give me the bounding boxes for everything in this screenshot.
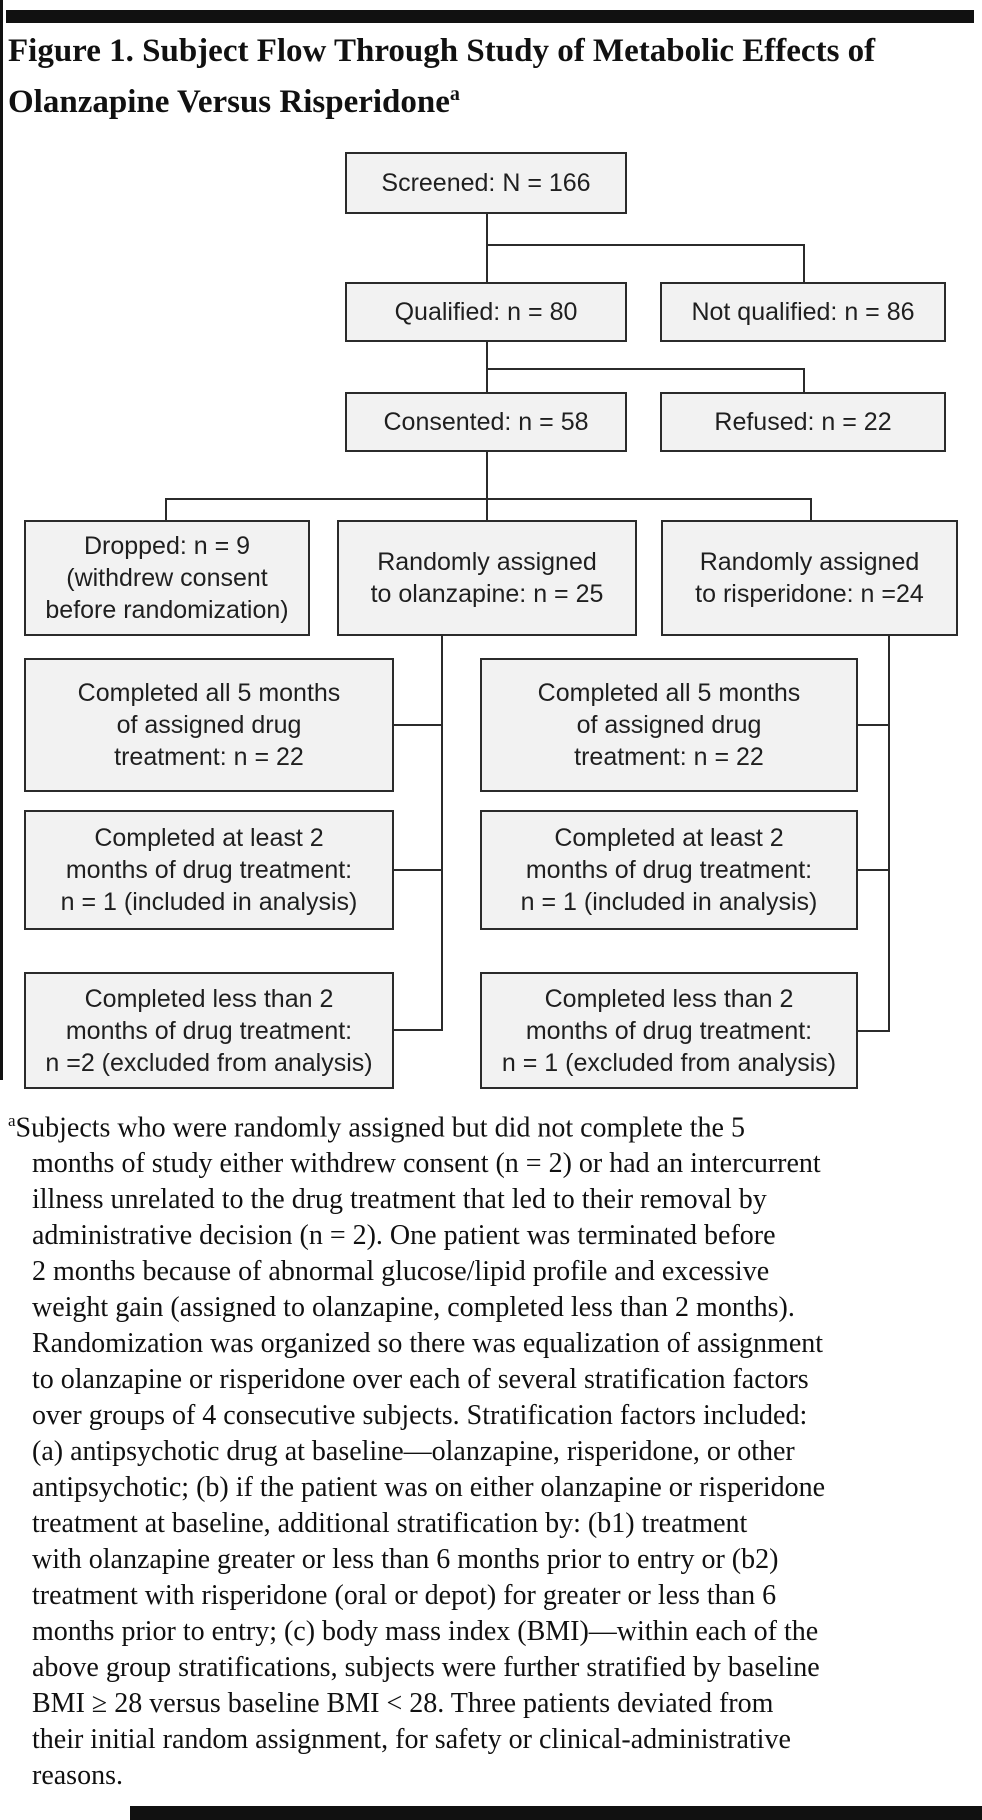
node-olanzapine-less-2mo-line3: n =2 (excluded from analysis) — [45, 1048, 373, 1077]
footnote-line: treatment with risperidone (oral or depo… — [32, 1580, 777, 1612]
node-not-qualified: Not qualified: n = 86 — [660, 282, 946, 342]
connector-branch-not-qualified — [486, 244, 805, 246]
figure-footnote: aSubjects who were randomly assigned but… — [8, 1103, 980, 1794]
connector-down-risperidone — [810, 498, 812, 520]
footnote-line: BMI ≥ 28 versus baseline BMI < 28. Three… — [32, 1688, 774, 1720]
node-olanzapine-completed-all-line3: treatment: n = 22 — [114, 743, 304, 771]
node-olanzapine-completed-2mo-line2: months of drug treatment: — [65, 856, 353, 884]
node-risperidone-completed-all-line2: of assigned drug — [576, 711, 762, 739]
node-olanzapine-less-2mo-line1: Completed less than 2 — [84, 984, 334, 1013]
node-olanzapine-less-2mo: Completed less than 2 months of drug tre… — [24, 972, 394, 1089]
footnote-line: illness unrelated to the drug treatment … — [32, 1184, 767, 1216]
figure-title: Figure 1. Subject Flow Through Study of … — [8, 30, 974, 124]
footnote-line: treatment at baseline, additional strati… — [32, 1508, 748, 1540]
node-qualified: Qualified: n = 80 — [345, 282, 627, 342]
connector-branch-refused — [486, 368, 805, 370]
node-dropped: Dropped: n = 9 (withdrew consent before … — [24, 520, 310, 636]
footnote-line: months of study either withdrew consent … — [32, 1148, 821, 1180]
node-not-qualified-label: Not qualified: n = 86 — [691, 298, 915, 326]
footnote-line: reasons. — [32, 1760, 123, 1792]
bottom-rule — [130, 1806, 982, 1820]
node-risperidone-completed-all-line1: Completed all 5 months — [537, 679, 801, 707]
footnote-line: their initial random assignment, for saf… — [32, 1724, 791, 1756]
node-risperidone-completed-2mo-line2: months of drug treatment: — [525, 856, 813, 884]
node-risperidone-completed-all: Completed all 5 months of assigned drug … — [480, 658, 858, 792]
node-screened: Screened: N = 166 — [345, 152, 627, 214]
node-consented: Consented: n = 58 — [345, 392, 627, 452]
connector-consented-down — [486, 452, 488, 520]
connector-qualified-to-consented — [486, 342, 488, 392]
node-refused: Refused: n = 22 — [660, 392, 946, 452]
node-olanzapine-completed-2mo-line1: Completed at least 2 — [94, 824, 324, 852]
footnote-line-text: Subjects who were randomly assigned but … — [15, 1112, 745, 1144]
footnote-line: to olanzapine or risperidone over each o… — [32, 1364, 809, 1396]
stub-risperidone-completed-all — [858, 724, 888, 726]
footnote-line: Randomization was organized so there was… — [32, 1328, 824, 1360]
node-assigned-risperidone: Randomly assigned to risperidone: n =24 — [661, 520, 958, 636]
connector-down-refused — [803, 368, 805, 392]
footnote-line: over groups of 4 consecutive subjects. S… — [32, 1400, 808, 1432]
node-olanzapine-completed-all-line2: of assigned drug — [116, 711, 302, 739]
node-olanzapine-completed-all-line1: Completed all 5 months — [77, 679, 341, 707]
node-risperidone-completed-2mo: Completed at least 2 months of drug trea… — [480, 810, 858, 930]
footnote-line: aSubjects who were randomly assigned but… — [8, 1103, 980, 1146]
node-consented-label: Consented: n = 58 — [383, 408, 589, 436]
footnote-line: above group stratifications, subjects we… — [32, 1652, 820, 1684]
node-risperidone-less-2mo-line1: Completed less than 2 — [544, 984, 794, 1013]
node-assigned-risperidone-line2: to risperidone: n =24 — [695, 580, 924, 608]
trunk-risperidone-outcomes — [888, 636, 890, 1032]
footnote-line: antipsychotic; (b) if the patient was on… — [32, 1472, 826, 1504]
node-assigned-olanzapine: Randomly assigned to olanzapine: n = 25 — [337, 520, 637, 636]
connector-branch-randomization — [165, 498, 812, 500]
footnote-line: weight gain (assigned to olanzapine, com… — [32, 1292, 795, 1324]
node-olanzapine-completed-2mo: Completed at least 2 months of drug trea… — [24, 810, 394, 930]
node-assigned-olanzapine-line2: to olanzapine: n = 25 — [370, 580, 604, 608]
node-dropped-line1: Dropped: n = 9 — [83, 532, 251, 560]
node-olanzapine-less-2mo-line2: months of drug treatment: — [65, 1016, 353, 1045]
trunk-olanzapine-outcomes — [441, 636, 443, 1031]
left-rule — [0, 0, 3, 1080]
connector-down-not-qualified — [803, 244, 805, 282]
node-dropped-line3: before randomization) — [45, 596, 289, 624]
connector-down-dropped — [165, 498, 167, 520]
node-risperidone-completed-2mo-line3: n = 1 (included in analysis) — [520, 888, 818, 916]
stub-olanzapine-completed-all — [394, 724, 441, 726]
stub-olanzapine-less-2mo — [394, 1029, 441, 1031]
node-risperidone-completed-2mo-line1: Completed at least 2 — [554, 824, 784, 852]
footnote-line: 2 months because of abnormal glucose/lip… — [32, 1256, 770, 1288]
stub-risperidone-completed-2mo — [858, 869, 888, 871]
node-qualified-label: Qualified: n = 80 — [394, 298, 578, 326]
node-risperidone-less-2mo: Completed less than 2 months of drug tre… — [480, 972, 858, 1089]
top-rule — [6, 10, 974, 23]
figure-title-line1: Figure 1. Subject Flow Through Study of … — [8, 33, 876, 69]
node-refused-label: Refused: n = 22 — [714, 408, 892, 436]
node-risperidone-completed-all-line3: treatment: n = 22 — [574, 743, 764, 771]
node-assigned-risperidone-line1: Randomly assigned — [699, 548, 920, 576]
footnote-line: months prior to entry; (c) body mass ind… — [32, 1616, 819, 1648]
footnote-marker-superscript: a — [449, 83, 460, 105]
footnote-line: administrative decision (n = 2). One pat… — [32, 1220, 776, 1252]
figure-title-line2-text: Olanzapine Versus Risperidone — [8, 84, 450, 120]
footnote-line: (a) antipsychotic drug at baseline—olanz… — [32, 1436, 795, 1468]
stub-risperidone-less-2mo — [858, 1030, 888, 1032]
node-dropped-line2: (withdrew consent — [66, 564, 268, 592]
node-risperidone-less-2mo-line2: months of drug treatment: — [525, 1016, 813, 1045]
node-screened-label: Screened: N = 166 — [381, 169, 591, 197]
connector-screened-to-qualified — [486, 214, 488, 282]
figure-title-line2: Olanzapine Versus Risperidonea — [8, 73, 974, 124]
node-risperidone-less-2mo-line3: n = 1 (excluded from analysis) — [501, 1048, 837, 1077]
stub-olanzapine-completed-2mo — [394, 869, 441, 871]
node-olanzapine-completed-2mo-line3: n = 1 (included in analysis) — [60, 888, 358, 916]
node-olanzapine-completed-all: Completed all 5 months of assigned drug … — [24, 658, 394, 792]
node-assigned-olanzapine-line1: Randomly assigned — [377, 548, 597, 576]
footnote-marker: a — [8, 1111, 16, 1130]
footnote-line: with olanzapine greater or less than 6 m… — [32, 1544, 779, 1576]
